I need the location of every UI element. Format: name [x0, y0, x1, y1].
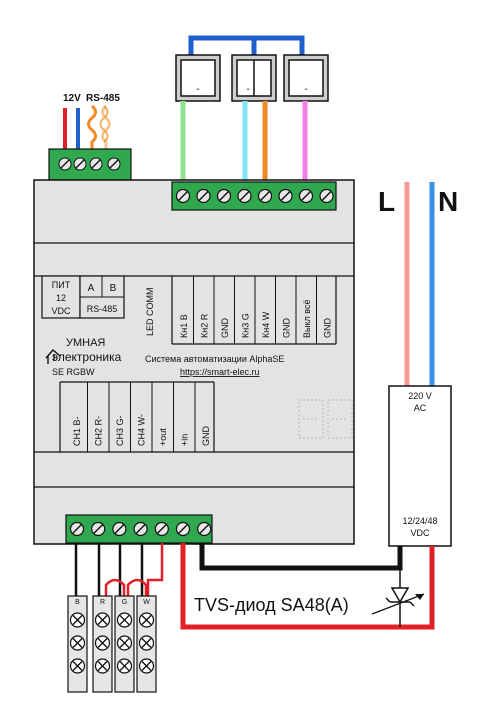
- psu-input-type: AC: [414, 403, 427, 413]
- power-unit: VDC: [51, 306, 71, 316]
- bottom-terminal-label: +in: [180, 434, 190, 446]
- top-terminal-label: GND: [220, 318, 230, 339]
- top-terminal-label: Кн4 W: [261, 311, 271, 338]
- top-label-columns: Кн1 В Кн2 R GND Кн3 G Кн4 W GND Выкл всё GND: [171, 276, 337, 345]
- power-terminal-block: [48, 148, 132, 181]
- terminal-screw: [133, 521, 148, 537]
- terminal-screw: [257, 188, 273, 204]
- led-channel-label: G: [122, 599, 127, 606]
- v12-label: 12V: [63, 93, 81, 104]
- led-channel-label: R: [100, 599, 105, 606]
- led-channel-label: W: [143, 599, 150, 606]
- brand-line1: УМНАЯ: [66, 337, 105, 349]
- power-supply-unit: 220 V AC 12/24/48 VDC: [388, 385, 452, 547]
- terminal-screw: [319, 188, 334, 204]
- bottom-terminal-label: +out: [158, 428, 168, 446]
- top-terminal-label: GND: [323, 318, 333, 339]
- power-title: ПИТ: [52, 280, 71, 290]
- button-mark: -: [246, 84, 249, 95]
- bottom-terminal-row: [65, 514, 213, 544]
- rs485-block: A B RS-485: [79, 275, 125, 319]
- rs485-input-label: RS-485: [86, 93, 120, 104]
- rs485-b: B: [110, 283, 117, 294]
- bottom-terminal-label: CH2 R-: [94, 416, 104, 446]
- top-terminal-label: GND: [282, 318, 292, 339]
- wire-gnd: [199, 543, 403, 571]
- terminal-screw: [216, 188, 232, 204]
- terminal-screw: [91, 521, 106, 537]
- wire-rs485-a: [87, 104, 97, 150]
- terminal-screw: [112, 521, 127, 537]
- led-strip-block: G: [114, 595, 135, 693]
- buttons-common-wire: [188, 35, 305, 62]
- terminal-screw: [69, 521, 85, 537]
- bottom-terminal-label: CH3 G-: [115, 415, 125, 446]
- button-mark: -: [304, 84, 307, 95]
- tvs-label: TVS-диод SA48(A): [194, 595, 349, 615]
- led-strip-block: W: [136, 595, 157, 693]
- button-mark: -: [196, 84, 199, 95]
- top-terminal-label: Выкл всё: [302, 300, 312, 338]
- mains-neutral-label: N: [438, 186, 458, 217]
- top-terminal-row: [171, 181, 337, 211]
- power-block: ПИТ 12 VDC: [41, 275, 81, 319]
- bottom-terminal-label: CH4 W-: [137, 414, 147, 446]
- top-terminal-label: Кн3 G: [241, 313, 251, 338]
- bottom-terminal-label: CH1 B-: [72, 416, 82, 446]
- led-comm-label: LED COMM: [145, 287, 155, 336]
- led-strip-block: R: [92, 595, 113, 693]
- led-strip-block: B: [67, 595, 88, 693]
- system-name: Система автоматизации AlphaSE: [145, 354, 284, 364]
- psu-input-voltage: 220 V: [408, 391, 432, 401]
- wire-rs485-b: [101, 104, 111, 150]
- terminal-screw: [298, 188, 314, 204]
- tvs-diode: [371, 568, 425, 627]
- bottom-terminal-label: GND: [201, 426, 211, 447]
- terminal-screw: [196, 188, 211, 204]
- controller-module: [33, 179, 355, 545]
- button-double: -: [231, 54, 277, 102]
- brand-line2: электроника: [52, 350, 122, 364]
- psu-output-type: VDC: [410, 528, 430, 538]
- mains-line-label: L: [378, 186, 395, 217]
- wire-plus: [180, 543, 435, 630]
- wire-led-plus: [146, 543, 164, 597]
- terminal-screw: [237, 188, 252, 204]
- terminal-screw: [154, 521, 169, 537]
- psu-output-voltage: 12/24/48: [402, 516, 437, 526]
- terminal-screw: [278, 188, 293, 204]
- terminal-screw: [175, 521, 191, 537]
- led-channel-label: B: [75, 599, 80, 606]
- top-terminal-label: Кн1 В: [179, 314, 189, 338]
- model-label: SE RGBW: [52, 367, 95, 377]
- rs485-label: RS-485: [87, 304, 118, 314]
- home-logo-icon: [45, 349, 61, 364]
- brand-logo: УМНАЯ электроника SE RGBW: [45, 337, 122, 377]
- website-url: https://smart-elec.ru: [180, 367, 260, 377]
- button-single-2: -: [283, 54, 329, 102]
- button-single-1: -: [175, 54, 221, 102]
- power-voltage: 12: [56, 293, 66, 303]
- terminal-screw: [175, 188, 191, 204]
- rs485-a: A: [88, 283, 95, 294]
- top-terminal-label: Кн2 R: [200, 313, 210, 338]
- seven-segment-display: [298, 399, 353, 439]
- bottom-label-columns: CH1 B- CH2 R- CH3 G- CH4 W- +out +in GND: [59, 381, 215, 452]
- terminal-screw: [197, 521, 212, 537]
